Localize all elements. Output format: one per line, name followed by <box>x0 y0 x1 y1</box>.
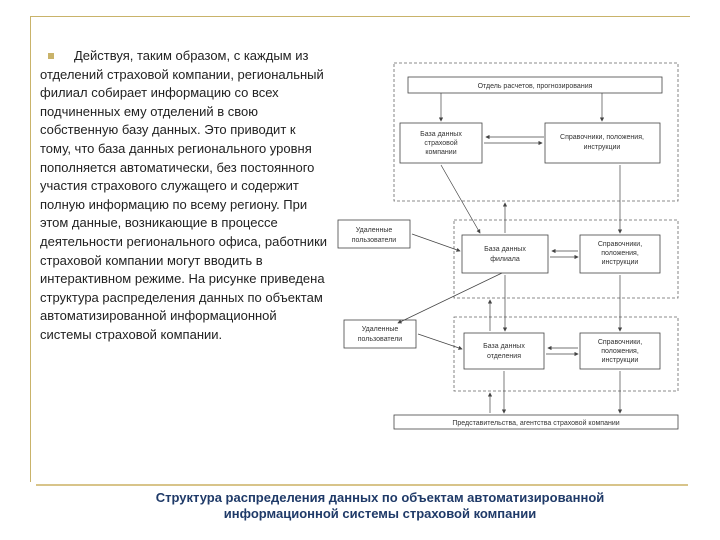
label-filial-ref-1: Справочники, <box>598 241 642 248</box>
label-dept-db-1: База данных <box>483 343 525 350</box>
frame-left-line <box>30 16 31 482</box>
label-dept-ref-2: положения, <box>601 348 639 355</box>
label-dept-db-2: отделения <box>487 353 521 360</box>
figure-caption: Структура распределения данных по объект… <box>80 490 680 522</box>
label-settlement-dept: Отдель расчетов, прогнозирования <box>478 83 593 90</box>
box-department-database <box>463 332 545 370</box>
label-company-ref-1: Справочники, положения, <box>560 134 644 141</box>
body-paragraph: Действуя, таким образом, с каждым из отд… <box>40 47 330 345</box>
label-representations: Представительства, агентства страховой к… <box>452 419 619 427</box>
box-filial-references <box>579 234 661 274</box>
label-remote-users-1b: пользователи <box>352 237 397 244</box>
label-remote-users-2a: Удаленные <box>362 326 399 333</box>
label-company-db-3: компании <box>425 149 456 156</box>
label-company-db-1: База данных <box>420 131 462 138</box>
label-company-db-2: страховой <box>424 139 457 147</box>
group-filial-level <box>453 219 679 299</box>
data-distribution-diagram: Отдель расчетов, прогнозирования База да… <box>337 62 679 430</box>
label-filial-db-1: База данных <box>484 246 526 253</box>
label-remote-users-2b: пользователи <box>358 336 403 343</box>
label-filial-db-2: филиала <box>490 256 520 263</box>
frame-top-line <box>30 16 690 17</box>
box-remote-users-2 <box>343 319 417 349</box>
label-filial-ref-3: инструкции <box>602 259 639 266</box>
caption-line-2: информационной системы страховой компани… <box>223 506 537 521</box>
paragraph-text: Действуя, таким образом, с каждым из отд… <box>40 48 328 342</box>
label-filial-ref-2: положения, <box>601 250 639 257</box>
box-representations <box>393 414 679 430</box>
bullet-square-icon <box>48 53 54 59</box>
label-remote-users-1a: Удаленные <box>356 227 393 234</box>
label-dept-ref-3: инструкции <box>602 357 639 364</box>
caption-line-1: Структура распределения данных по объект… <box>155 490 605 505</box>
frame-bottom-line <box>36 484 688 486</box>
box-company-database <box>399 122 483 164</box>
group-company-level <box>393 62 679 202</box>
box-filial-database <box>461 234 549 274</box>
box-settlement-dept <box>407 76 663 94</box>
group-department-level <box>453 316 679 392</box>
label-company-ref-2: инструкции <box>584 144 621 151</box>
box-department-references <box>579 332 661 370</box>
label-dept-ref-1: Справочники, <box>598 339 642 346</box>
box-remote-users-1 <box>337 219 411 249</box>
box-company-references <box>544 122 661 164</box>
